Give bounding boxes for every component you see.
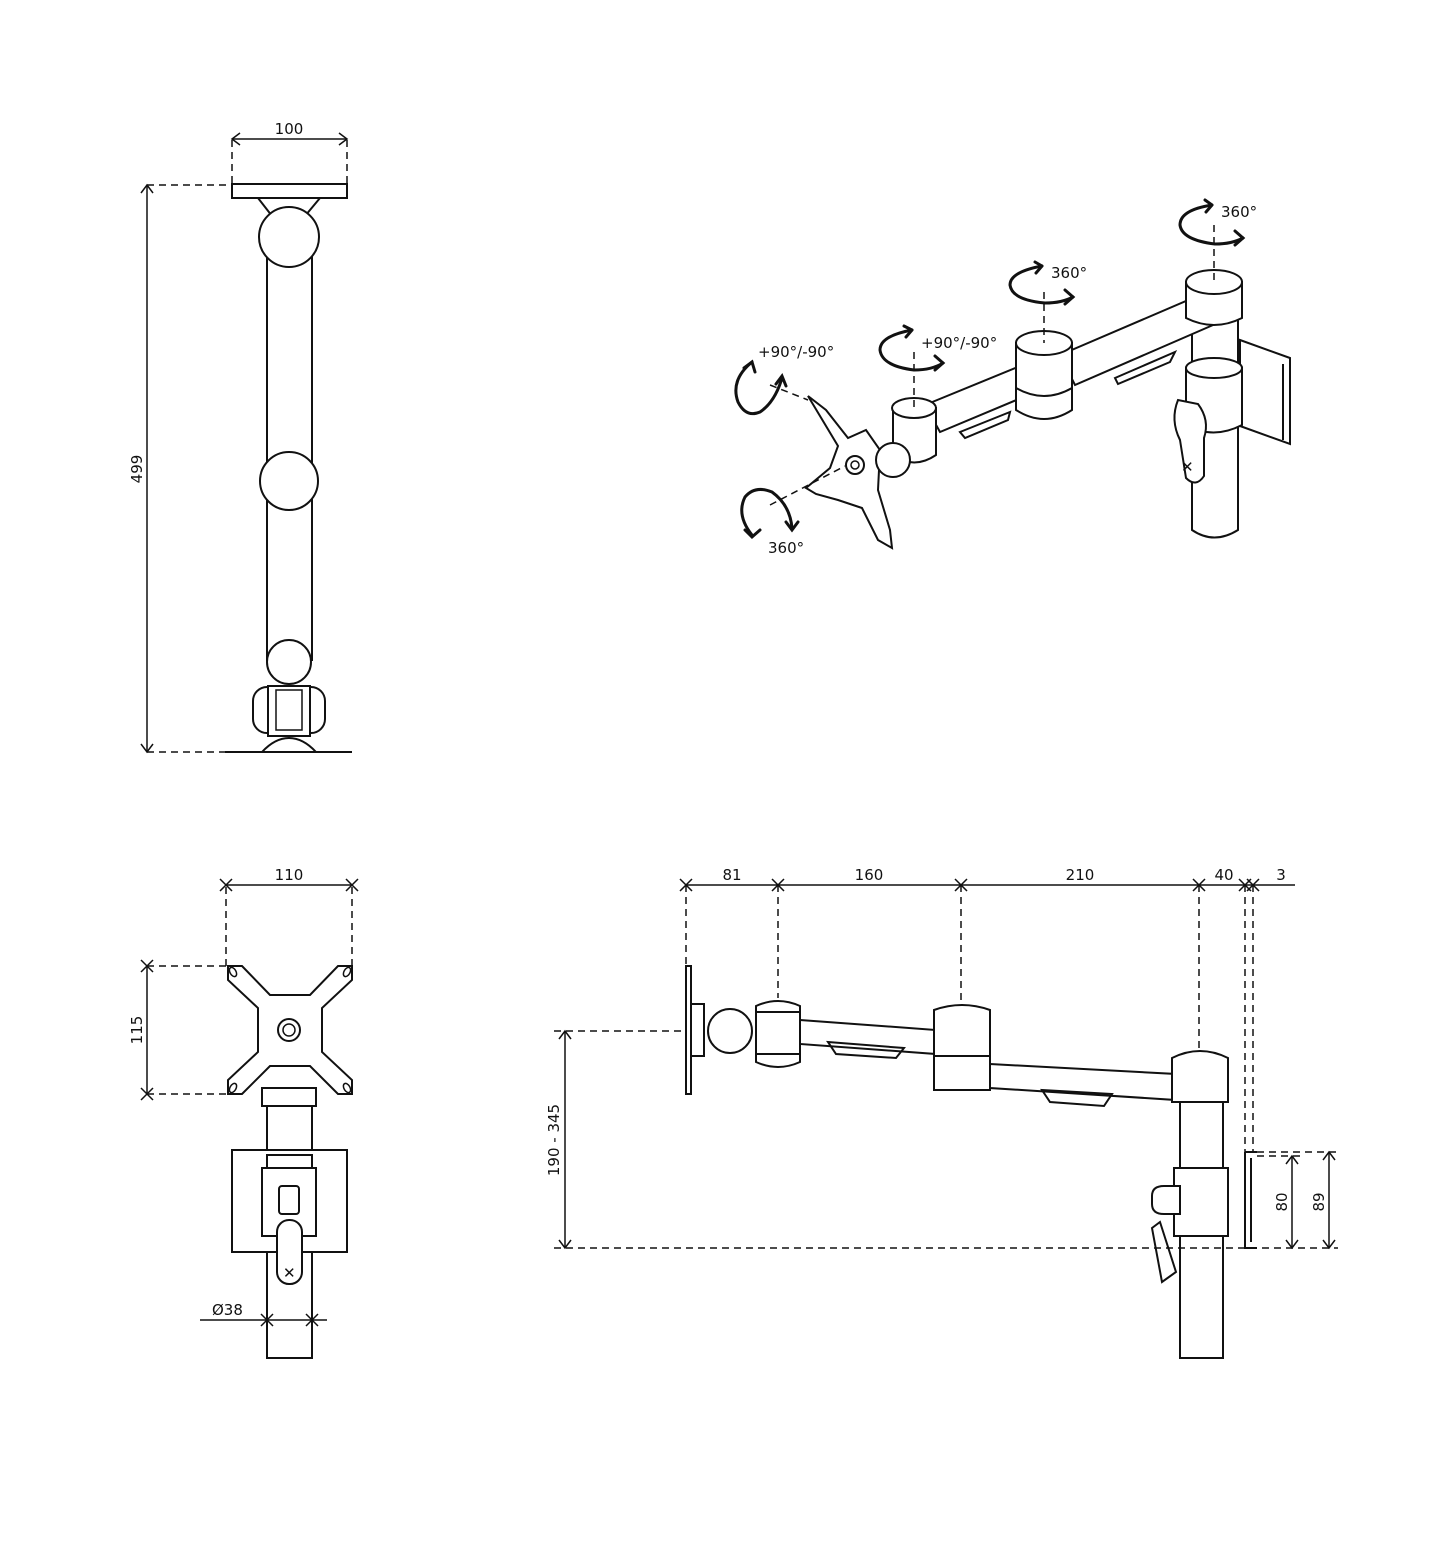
joint-middle [259,451,319,511]
head-joint [755,1000,801,1068]
head-joint [261,1087,317,1107]
svg-text:360°: 360° [768,539,804,557]
segment-label-81: 81 [722,866,741,884]
rotation-arrow-head-rotate: 360° [740,487,804,557]
height-range-label: 190 - 345 [545,1104,563,1176]
rotation-arrow-head-tilt: +90°/-90° [734,343,834,416]
desk-bracket [1244,1151,1257,1249]
middle-joint [933,1004,991,1091]
lower-arm [989,1062,1177,1102]
clamp-lever [1150,1220,1178,1284]
tilt-knob [875,442,911,478]
side-view: 81 160 210 40 3 190 - 345 80 89 [545,866,1338,1359]
clamp-lever [276,1219,303,1285]
svg-text:360°: 360° [1221,203,1257,221]
clamp-label-80: 80 [1273,1192,1291,1211]
joint-top [258,206,320,268]
width-label: 110 [275,866,304,884]
diameter-label: Ø38 [212,1301,243,1319]
segment-label-210: 210 [1066,866,1095,884]
rotation-arrow-head-swivel: +90°/-90° [878,324,997,372]
svg-text:360°: 360° [1051,264,1087,282]
svg-text:✕: ✕ [1181,458,1194,476]
segment-label-3: 3 [1276,866,1286,884]
segment-label-40: 40 [1214,866,1233,884]
desk-base [225,736,352,753]
clamp-lever [1173,398,1207,484]
pole-cap [1171,1050,1229,1103]
segment-label-160: 160 [855,866,884,884]
vesa-center-hub [277,1018,301,1042]
clamp-slot [275,689,303,731]
clamp-inner [267,685,311,737]
rotation-arrow-pole: 360° [1178,198,1257,247]
tilt-ball [707,1008,753,1054]
top-view: 100 499 [128,120,352,754]
lever-knob [1151,1185,1181,1215]
vesa-plate-top [231,183,348,199]
svg-text:✕: ✕ [283,1264,296,1282]
vesa-plate [685,965,692,1095]
rotation-arrow-middle: 360° [1008,260,1087,306]
width-label: 100 [275,120,304,138]
height-label: 115 [128,1016,146,1045]
svg-text:+90°/-90°: +90°/-90° [758,343,834,361]
front-view: ✕ 110 115 Ø38 [128,866,359,1359]
upper-arm [799,1018,937,1056]
height-label: 499 [128,455,146,484]
clamp-label-89: 89 [1310,1192,1328,1211]
middle-joint [1015,342,1073,420]
collar [1173,1167,1229,1237]
svg-text:+90°/-90°: +90°/-90° [921,334,997,352]
joint-bottom [266,639,312,685]
perspective-view: ✕ 360° [734,198,1291,557]
